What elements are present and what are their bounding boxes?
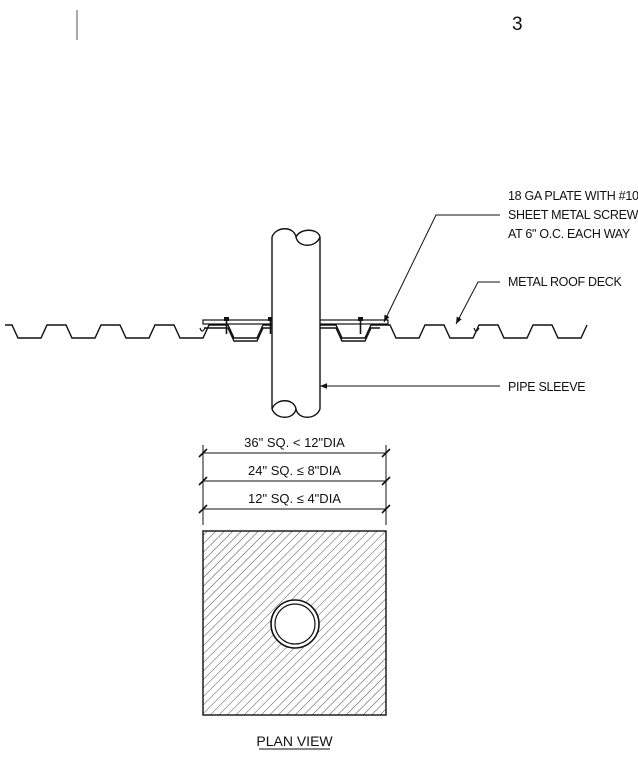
plate-callout-line: AT 6" O.C. EACH WAY — [508, 227, 631, 241]
plate-callout-line: SHEET METAL SCREWS — [508, 208, 638, 222]
plate-callout-line: 18 GA PLATE WITH #10 — [508, 189, 638, 203]
screw — [358, 317, 363, 334]
dimension-text-36: 36" SQ. < 12"DIA — [244, 435, 345, 450]
deck-fastener — [199, 327, 480, 332]
section-view — [5, 214, 588, 418]
plate-leader — [383, 214, 500, 323]
plan-view — [202, 530, 387, 716]
deck-callout: METAL ROOF DECK — [508, 275, 623, 289]
page-number: 3 — [512, 14, 523, 35]
plan-view-title: PLAN VIEW — [256, 733, 333, 749]
screw — [268, 317, 273, 334]
dimension-lines — [198, 445, 391, 525]
screw — [224, 317, 229, 334]
pipe-sleeve — [271, 228, 321, 418]
plate-callout: 18 GA PLATE WITH #10 SHEET METAL SCREWS … — [508, 189, 638, 241]
deck-leader — [455, 281, 500, 325]
dimension-text-12: 12" SQ. ≤ 4"DIA — [248, 491, 341, 506]
pipe-inner — [274, 603, 316, 645]
sleeve-callout: PIPE SLEEVE — [508, 380, 585, 394]
dimension-text-24: 24" SQ. ≤ 8"DIA — [248, 463, 341, 478]
